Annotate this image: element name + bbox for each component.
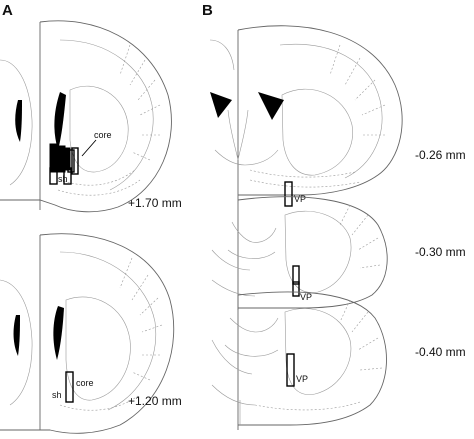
cortex-inner-a1 [59, 39, 154, 191]
striatum-b3 [284, 308, 352, 395]
left-structures-b2 [211, 249, 256, 297]
panel-b-letter: B [202, 2, 213, 19]
recording-site-a1-5 [71, 147, 79, 175]
cortex-radial-a2 [119, 257, 163, 381]
cortex-inner-a2 [59, 251, 157, 411]
section-b1: VP -0.26 mm [209, 25, 466, 207]
lateral-ventricle-a1 [54, 92, 66, 150]
cortex-radial-a1 [119, 44, 161, 161]
recording-site-a2 [65, 371, 74, 403]
lateral-ventricle-left-b1 [210, 92, 232, 118]
brain-outline-a2 [0, 233, 175, 434]
panel-a-letter: A [2, 2, 13, 19]
basal-dashes-b1 [249, 169, 361, 188]
coordinate-b1: -0.26 mm [415, 148, 466, 162]
left-structures-b3 [211, 339, 256, 425]
vp-label-b1: VP [294, 194, 306, 204]
cortex-inner-b1 [279, 43, 383, 179]
striatum-a1 [69, 85, 129, 173]
vp-label-b2: VP [300, 292, 312, 302]
section-a1: core sh +1.70 mm [0, 20, 182, 213]
brain-outline-b1 [237, 25, 403, 196]
recording-site-b1 [284, 181, 293, 207]
section-b3: VP -0.40 mm [211, 291, 466, 430]
lateral-ventricle-a2 [53, 306, 64, 360]
basal-dashes-a1 [57, 169, 141, 196]
coordinate-a1: +1.70 mm [128, 196, 182, 210]
cortex-radial-b3 [339, 299, 383, 371]
lateral-ventricle-left-a2 [13, 315, 20, 356]
left-structures-b1 [209, 39, 279, 166]
section-b2: VP -0.30 mm [211, 196, 466, 310]
recording-site-b2-1 [292, 265, 300, 285]
basal-dashes-b3 [254, 401, 361, 411]
recording-site-a1-3 [62, 147, 71, 171]
left-hemisphere-a1 [0, 59, 33, 186]
basal-dashes-a2 [59, 395, 139, 411]
sh-label-a2: sh [52, 390, 62, 400]
septum-b3 [224, 317, 279, 357]
left-hemisphere-a2 [0, 279, 33, 406]
core-label-a1: core [94, 130, 112, 140]
lateral-ventricle-b1 [258, 92, 284, 120]
recording-site-b2-2 [292, 281, 300, 297]
section-a2: core sh +1.20 mm [0, 233, 182, 434]
coordinate-b3: -0.40 mm [415, 345, 466, 359]
lateral-ventricle-left-a1 [15, 100, 22, 142]
recording-site-b3 [286, 353, 295, 387]
cortex-radial-b2 [339, 204, 381, 269]
coordinate-b2: -0.30 mm [415, 245, 466, 259]
striatum-b1 [281, 88, 353, 176]
recording-site-a1-7 [63, 167, 72, 185]
septum-b2 [227, 221, 277, 259]
brain-outline-b3 [237, 291, 387, 426]
recording-site-a1-6 [49, 167, 58, 185]
brain-outline-a1 [0, 20, 172, 213]
core-label-a2: core [76, 378, 94, 388]
core-pointer-a1 [81, 139, 97, 157]
septum-b1 [227, 109, 249, 161]
coordinate-a2: +1.20 mm [128, 394, 182, 408]
sh-label-a1: sh [58, 174, 68, 184]
brain-outline-b2 [237, 196, 388, 309]
vp-label-b3: VP [296, 374, 308, 384]
